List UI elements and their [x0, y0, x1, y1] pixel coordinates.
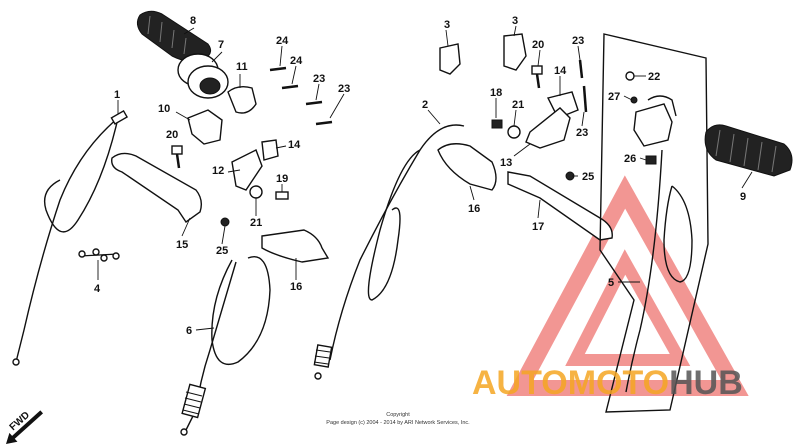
callout-numbers: 8 7 11 24 24 23 23 1 10 20 14 12 19 21 1…: [94, 15, 746, 337]
handlebar-wire: [625, 149, 663, 393]
brake-cable-spring: [181, 383, 207, 419]
callout-24-a: 24: [276, 35, 289, 47]
lever-dust-cover-left: [261, 229, 330, 263]
throttle-tube: [177, 53, 229, 99]
pivot-bolt-left: [171, 145, 183, 169]
handlebar: [599, 33, 709, 413]
front-brake-lever: [111, 152, 203, 223]
watermark-auto: AUTO: [472, 364, 568, 402]
callout-15: 15: [176, 239, 188, 251]
callout-24-b: 24: [290, 55, 303, 67]
callout-20-b: 20: [532, 39, 544, 51]
nut-26: [645, 155, 657, 165]
callout-3-b: 3: [512, 15, 518, 27]
callout-14-b: 14: [554, 65, 567, 77]
watermark-triangle-outer: [506, 175, 749, 396]
pivot-bolt-mid: [531, 65, 543, 89]
wire-band: [78, 248, 120, 262]
callout-27: 27: [608, 91, 620, 103]
throttle-cable: [15, 117, 119, 363]
watermark-triangle-inner: [565, 249, 691, 366]
clutch-cable-adjuster: [313, 344, 333, 368]
callout-20-a: 20: [166, 129, 178, 141]
washer-left: [249, 185, 263, 199]
callout-5: 5: [608, 277, 614, 289]
fwd-arrow-icon: [6, 410, 44, 444]
callout-12: 12: [212, 165, 224, 177]
bolt-mid-b: [582, 85, 588, 113]
callout-3-a: 3: [444, 19, 450, 31]
callout-25-b: 25: [582, 171, 594, 183]
switch-wire: [647, 95, 677, 117]
watermark-hub: HUB: [669, 364, 743, 402]
handlebar-wire-loop: [663, 185, 693, 283]
callout-10: 10: [158, 103, 170, 115]
callout-13: 13: [500, 157, 512, 169]
callout-23-c: 23: [572, 35, 584, 47]
screw-22: [625, 71, 635, 81]
washer-mid: [507, 125, 521, 139]
callout-23-a: 23: [313, 73, 325, 85]
clutch-cable: [329, 124, 465, 361]
callout-16-a: 16: [290, 281, 302, 293]
callout-21-b: 21: [512, 99, 524, 111]
clutch-lever: [507, 171, 613, 241]
callout-17: 17: [532, 221, 544, 233]
bolt-mid-a: [578, 59, 584, 79]
callout-16-b: 16: [468, 203, 480, 215]
throttle-cable-loop: [43, 117, 119, 233]
callout-2: 2: [422, 99, 428, 111]
bolt-set-left: [269, 66, 333, 126]
callout-18: 18: [490, 87, 502, 99]
watermark-text: AUTOMOTOHUB: [472, 364, 743, 402]
fwd-indicator: FWD: [6, 410, 44, 444]
callout-9: 9: [740, 191, 746, 203]
callout-23-d: 23: [576, 127, 588, 139]
callout-14-a: 14: [288, 139, 301, 151]
kill-switch: [633, 103, 673, 147]
adjuster-bolt: [275, 191, 289, 200]
callout-8: 8: [190, 15, 196, 27]
throttle-housing-cover: [227, 85, 257, 114]
lever-cap-b: [503, 33, 527, 71]
lever-bracket-holder: [261, 139, 279, 161]
left-grip: [704, 124, 793, 177]
watermark-word-auto: AUTOMOTOHUB: [472, 364, 743, 402]
clutch-lever-bracket: [525, 107, 571, 149]
callout-4: 4: [94, 283, 101, 295]
callout-21-a: 21: [250, 217, 262, 229]
leader-lines: [97, 25, 753, 331]
clutch-cable-loop: [367, 149, 421, 301]
callout-22: 22: [648, 71, 660, 83]
callout-25-a: 25: [216, 245, 228, 257]
callout-19: 19: [276, 173, 288, 185]
lever-dust-cover-mid: [437, 143, 497, 191]
lever-cap-a: [439, 43, 461, 75]
watermark-logo: [506, 175, 749, 396]
cable-end-fitting: [110, 109, 129, 125]
callout-23-b: 23: [338, 83, 350, 95]
lever-bracket: [231, 149, 263, 191]
cable-adjuster: [491, 119, 503, 129]
brake-cable-loop: [211, 256, 271, 366]
callout-11: 11: [236, 61, 248, 73]
callout-1: 1: [114, 89, 120, 101]
watermark-moto: MOTO: [568, 364, 669, 402]
throttle-housing: [187, 109, 223, 145]
nut-left: [220, 217, 230, 227]
copyright-line-1: Copyright: [386, 412, 410, 418]
copyright-line-2: Page design (c) 2004 - 2014 by ARI Netwo…: [326, 420, 470, 426]
callout-7: 7: [218, 39, 224, 51]
callout-26: 26: [624, 153, 636, 165]
callout-6: 6: [186, 325, 192, 337]
